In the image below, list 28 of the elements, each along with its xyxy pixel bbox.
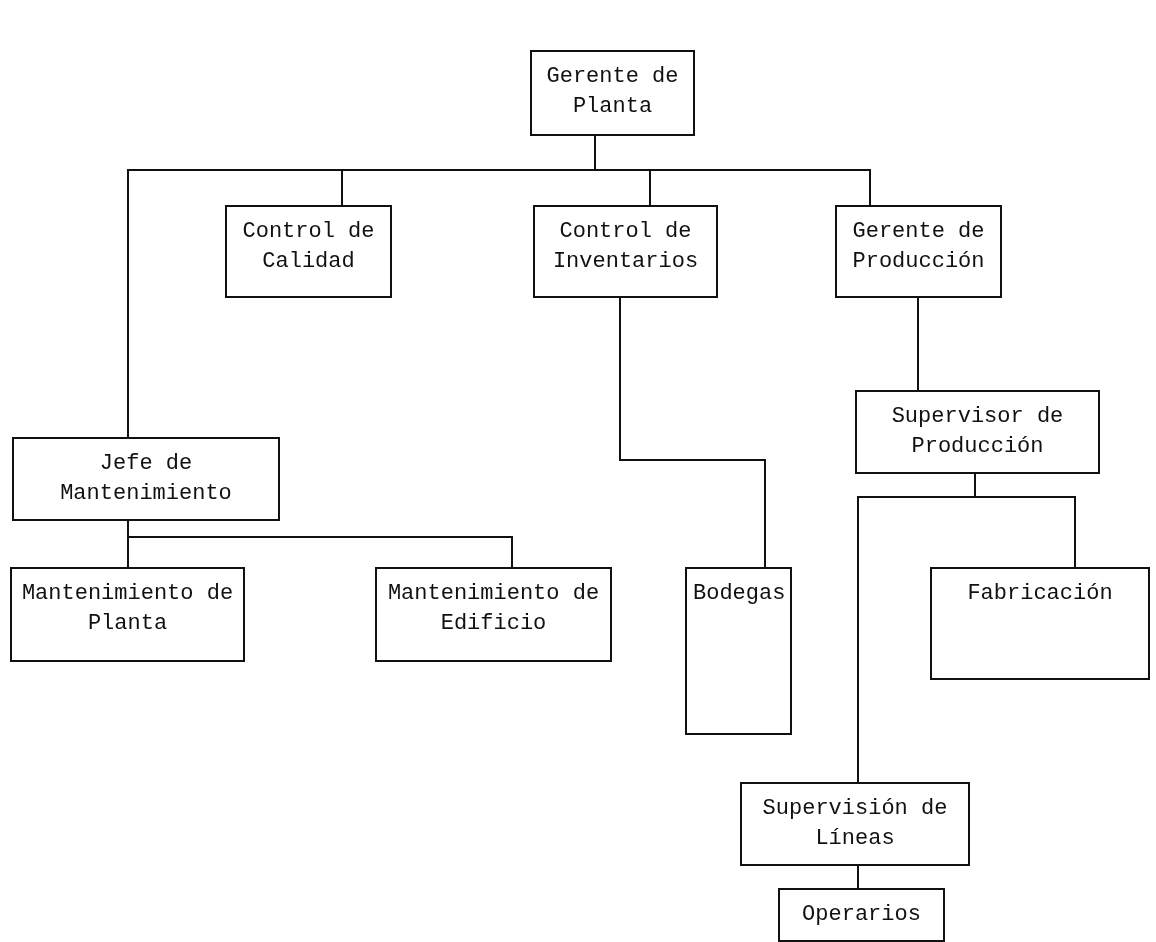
org-box <box>225 205 392 298</box>
org-box <box>740 782 970 866</box>
connector-line <box>594 135 871 206</box>
role-label: Gerente de Producción <box>851 218 986 276</box>
role-label: Control de Calidad <box>241 218 376 276</box>
org-box <box>10 567 245 662</box>
org-box <box>835 205 1002 298</box>
org-box <box>930 567 1150 680</box>
org-box <box>778 888 945 942</box>
org-box <box>375 567 612 662</box>
role-label: Mantenimiento de Edificio <box>386 580 601 638</box>
connector-line <box>917 297 919 391</box>
role-label: Supervisor de Producción <box>890 403 1065 461</box>
role-label: Supervisión de Líneas <box>761 795 949 853</box>
org-box <box>685 567 792 735</box>
role-label: Jefe de Mantenimiento <box>59 450 233 508</box>
role-label: Mantenimiento de Planta <box>20 580 235 638</box>
org-box <box>12 437 280 521</box>
role-label: Gerente de Planta <box>545 63 680 121</box>
role-label: Fabricación <box>966 580 1114 608</box>
role-label: Control de Inventarios <box>551 218 700 276</box>
org-box <box>855 390 1100 474</box>
role-label: Bodegas <box>693 580 784 608</box>
org-box <box>530 50 695 136</box>
connector-line <box>857 865 859 889</box>
org-box <box>533 205 718 298</box>
connector-line <box>619 297 766 568</box>
role-label: Operarios <box>801 901 922 929</box>
